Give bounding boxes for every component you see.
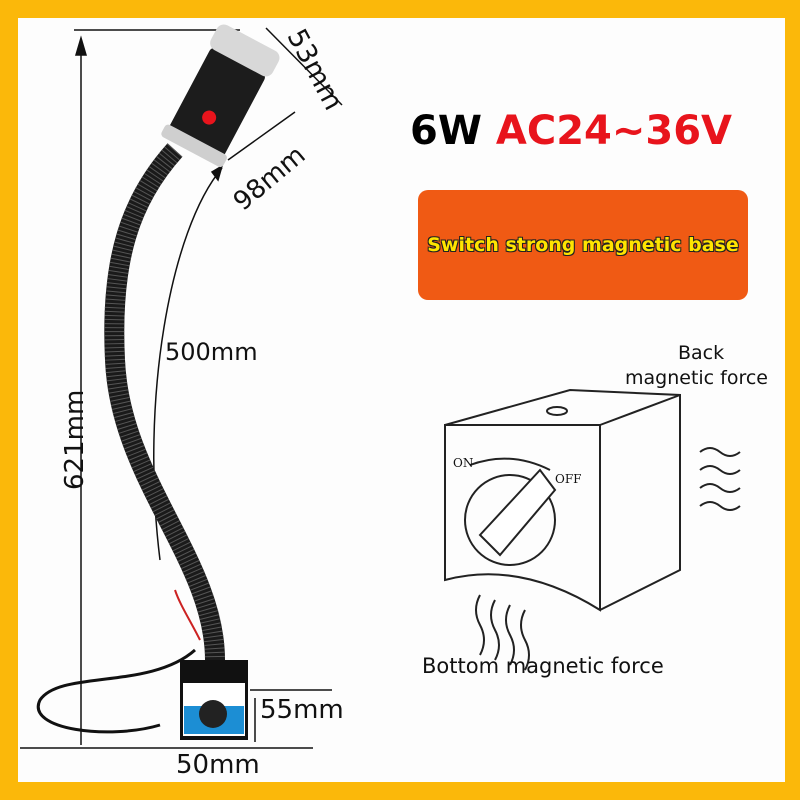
bottom-force-label: Bottom magnetic force bbox=[422, 654, 664, 678]
power-cable bbox=[36, 648, 196, 734]
power-button-icon bbox=[202, 110, 217, 125]
switch-on-label: ON bbox=[453, 456, 474, 470]
base-switch-knob bbox=[199, 700, 227, 728]
product-title: 6W AC24~36V bbox=[410, 108, 732, 154]
banner-text: Switch strong magnetic base bbox=[427, 234, 739, 256]
back-force-label-line1: Back bbox=[678, 342, 725, 364]
product-panel bbox=[18, 18, 785, 782]
base-width-label: 50mm bbox=[176, 750, 260, 780]
total-height-label: 621mm bbox=[60, 389, 90, 490]
back-force-label-line2: magnetic force bbox=[625, 367, 769, 389]
voltage-rating: AC24~36V bbox=[495, 108, 733, 154]
lamp-head bbox=[161, 24, 280, 167]
switch-off-label: OFF bbox=[555, 472, 582, 486]
feature-banner: Switch strong magnetic base bbox=[418, 190, 748, 300]
base-height-label: 55mm bbox=[260, 695, 344, 725]
magnetic-base-diagram bbox=[444, 388, 741, 671]
power-rating: 6W bbox=[410, 108, 482, 154]
hose-length-label: 500mm bbox=[165, 338, 258, 366]
